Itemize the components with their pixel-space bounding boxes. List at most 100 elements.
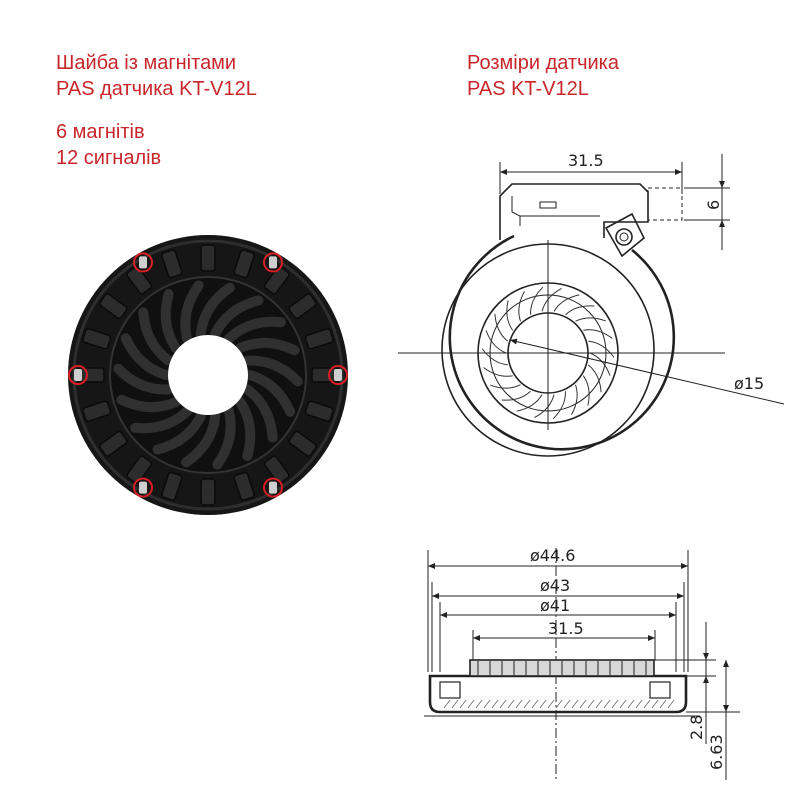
disc-slot [126,455,153,484]
disc-blade [181,411,221,468]
disc-slot [126,266,153,295]
hatch-line [491,699,499,709]
side-hatch-group [443,661,675,709]
disc-slot [200,478,216,506]
sensor-front-view: ø15 31.5 6 [398,151,785,457]
rotor-blade [582,375,590,406]
hatch-line [643,699,651,709]
hatch-line [571,699,579,709]
rotor-blade [506,300,514,331]
magnet-icon [269,481,277,494]
disc-slot [161,249,183,279]
disc-blade [195,282,235,339]
rotor-blade-group [481,286,615,420]
magnets-caption: 6 магнітів 12 сигналів [56,119,161,171]
disc-slot [82,400,112,422]
magnet-marker-icon [68,365,88,385]
hatch-line [595,699,603,709]
hatch-line [635,699,643,709]
hatch-line [539,699,547,709]
sensor-side-view: ø44.6 ø43 ø41 31.5 2.8 6.63 [424,546,740,780]
hatch-line [627,699,635,709]
rotor-blade [494,313,509,342]
disc-blade [138,307,174,366]
side-pocket-right [649,681,671,699]
rotor-blade [565,305,595,316]
disc-blade [245,370,296,417]
rotor-blade [501,390,531,401]
disc-blade [160,289,181,354]
dim-d4-label: 31.5 [548,619,584,638]
disc-slot [288,293,317,320]
rotor-blade [571,384,578,415]
disc-slot [161,471,183,501]
disc-blade [212,406,236,470]
disc-blade [242,384,278,443]
magnet-marker-icon [263,252,283,273]
magnet-marker-icon [328,365,348,385]
magnet-icon [269,256,277,269]
connector-housing [499,183,649,240]
hatch-line [611,699,619,709]
inner-diameter-leader [509,338,785,405]
rotor-blade [583,329,613,339]
left-caption-line-2: PAS датчика KT-V12L [56,78,257,100]
hatch-line [499,699,507,709]
mounting-lug [604,212,646,258]
hatch-line [443,699,451,709]
rotor-blade [587,364,602,393]
hatch-line [523,699,531,709]
inner-diameter-label: ø15 [734,374,764,393]
disc-slot [233,471,255,501]
magnet-marker-icon [133,477,153,498]
disc-blade [235,396,256,461]
disc-slot [200,244,216,272]
dim-d1-label: ø44.6 [530,546,575,565]
disc-blade [116,394,181,413]
disc-blade [210,295,264,339]
sensor-body-outline [448,234,676,451]
screw-hole [619,232,629,242]
right-caption-line-2: PAS KT-V12L [467,78,589,100]
rotor-blade [552,391,566,420]
left-caption: Шайба із магнітами PAS датчика KT-V12L [56,50,257,102]
rotor-blade [530,286,544,315]
disc-blade [113,363,174,395]
side-body-base [428,674,688,714]
magnet-marker-icon [263,477,283,498]
disc-blade-group [113,280,303,470]
rotor-blade [575,317,606,322]
disc-blade [120,333,171,380]
hatch-line [467,699,475,709]
rotor-blade [490,384,521,389]
disc-slot [233,249,255,279]
magnets-caption-line-2: 12 сигналів [56,147,162,169]
disc-slot [288,430,317,457]
hatch-line [651,699,659,709]
hatch-line [563,699,571,709]
rotor-blade [518,291,525,322]
magnets-caption-line-1: 6 магнітів [56,121,145,143]
magnet-icon [139,256,147,269]
rotor-blade [481,348,508,366]
disc-blade [224,316,286,344]
disc-blade [152,411,206,455]
hatch-line [667,699,675,709]
magnet-disc-photo [68,235,348,515]
hatch-line [451,699,459,709]
rotor-blade [588,340,615,358]
disc-blade [130,406,192,434]
disc-magnet-group [68,252,348,498]
hatch-line [459,699,467,709]
hatch-line [531,699,539,709]
right-caption: Розміри датчика PAS KT-V12L [467,50,619,102]
disc-slot [304,328,334,350]
side-pocket-left [439,681,461,699]
hatch-line [515,699,523,709]
magnet-marker-icon [133,252,153,273]
hatch-line [507,699,515,709]
top-width-label: 31.5 [568,151,604,170]
hatch-line [579,699,587,709]
connector-detail [511,196,600,226]
